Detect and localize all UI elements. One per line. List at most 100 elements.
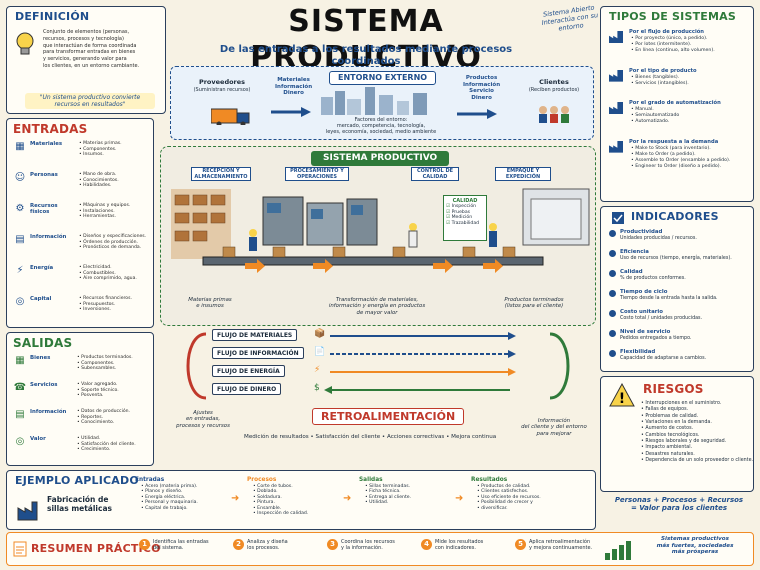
- entorno-section: ENTORNO EXTERNO Proveedores (Suministran…: [170, 66, 594, 140]
- ejemplo-col-title: Salidas: [359, 477, 383, 483]
- arrow-icon: ➜: [231, 493, 240, 504]
- salidas-item-label: Servicios: [30, 382, 58, 388]
- entradas-item-desc: • Mano de obra.• Conocimientos.• Habilid…: [79, 172, 119, 188]
- tipos-group-title: Por el grado de automatización: [629, 100, 721, 106]
- ejemplo-col-item: • Sillas terminadas.: [365, 483, 411, 489]
- entradas-item-desc: • Electricidad.• Combustibles.• Aire com…: [79, 265, 137, 281]
- ejemplo-col-item: • Entrega al cliente.: [365, 494, 412, 500]
- indicador-title: Costo unitario: [620, 309, 663, 315]
- step-number: 2: [233, 539, 244, 550]
- support-icon: ☎: [13, 382, 27, 393]
- sistema-heading: SISTEMA PRODUCTIVO: [311, 151, 450, 166]
- riesgo-item: • Problemas de calidad.: [641, 413, 699, 419]
- tipos-panel: TIPOS DE SISTEMAS Por el flujo de produc…: [600, 6, 754, 202]
- riesgo-item: • Cambios tecnológicos.: [641, 432, 700, 438]
- salidas-item: ▦ Bienes • Productos terminados.• Componen…: [13, 355, 151, 372]
- entorno-heading: ENTORNO EXTERNO: [329, 71, 437, 85]
- entradas-item: ◎Capital• Recursos financieros.• Presupu…: [13, 296, 151, 313]
- ejemplo-col-item: • Productos de calidad.: [477, 483, 531, 489]
- entradas-item: ⚡Energía• Electricidad.• Combustibles.• …: [13, 265, 151, 282]
- stage-empaque: EMPAQUE Y EXPEDICIÓN: [495, 167, 551, 181]
- ejemplo-col: Resultados• Productos de calidad.• Clien…: [471, 477, 567, 527]
- tipos-group-item: • Make to Stock (para inventario).: [631, 145, 711, 151]
- ejemplo-col-item: • Ensamble.: [253, 505, 282, 511]
- factory-icon: [609, 31, 623, 43]
- indicadores-heading: INDICADORES: [631, 210, 719, 223]
- box-icon: 📦: [314, 329, 326, 339]
- entradas-panel: ENTRADAS ▦Materiales• Materias primas.• …: [6, 118, 154, 328]
- indicador-desc: Costo total / unidades producidas.: [620, 316, 703, 321]
- riesgo-item: • Impacto ambiental.: [641, 445, 693, 451]
- tipos-group-item: • Por lotes (intermitente).: [631, 42, 692, 48]
- ejemplo-col: Procesos• Corte de tubos.• Doblado.• Sol…: [247, 477, 343, 527]
- city-icon: [321, 87, 427, 115]
- sistema-section: SISTEMA PRODUCTIVO RECEPCIÓN Y ALMACENAM…: [160, 146, 596, 326]
- indicador-desc: Capacidad de adaptarse a cambios.: [620, 356, 707, 361]
- warning-icon: !: [609, 383, 635, 407]
- indicator-icon: [609, 230, 616, 237]
- indicador-title: Productividad: [620, 229, 663, 235]
- tipos-group-item: • En línea (continuo, alto volumen).: [631, 48, 715, 54]
- svg-text:!: !: [619, 391, 625, 407]
- factory-icon: [17, 501, 38, 521]
- money-icon: $: [314, 383, 320, 393]
- indicador-title: Nivel de servicio: [620, 329, 671, 335]
- tipos-group-item: • Semiautomatizado: [631, 113, 680, 119]
- indicator-icon: [609, 330, 616, 337]
- salidas-item-desc: • Productos terminados.• Componentes.• S…: [77, 355, 133, 371]
- tipos-heading: TIPOS DE SISTEMAS: [609, 10, 736, 23]
- ejemplo-col-item: • Capital de trabajo.: [141, 505, 188, 511]
- indicador-title: Tiempo de ciclo: [620, 289, 668, 295]
- document-icon: 📄: [314, 347, 326, 357]
- tipos-group-item: • Automatizado.: [631, 119, 670, 125]
- formula: Personas + Procesos + Recursos= Valor pa…: [614, 496, 744, 513]
- riesgo-item: • Dependencia de un solo proveedor o cli…: [641, 457, 754, 463]
- indicator-icon: [609, 290, 616, 297]
- salidas-item: ▤Información• Datos de producción.• Repo…: [13, 409, 151, 426]
- salidas-item-label: Bienes: [30, 355, 51, 361]
- machine-icon: ⚙: [15, 203, 25, 214]
- step-number: 1: [139, 539, 150, 550]
- salidas-item: ◎Valor• Utilidad.• Satisfacción del clie…: [13, 436, 151, 453]
- stage-procesamiento: PROCESAMIENTO Y OPERACIONES: [285, 167, 349, 181]
- indicator-icon: [609, 310, 616, 317]
- entradas-item-label: Capital: [30, 296, 52, 302]
- indicador-desc: % de productos conformes.: [620, 276, 686, 281]
- entradas-item: ▦Materiales• Materias primas.• Component…: [13, 141, 151, 158]
- stage-recepcion: RECEPCIÓN Y ALMACENAMIENTO: [191, 167, 251, 181]
- riesgo-item: • Fallas de equipos.: [641, 407, 689, 413]
- flujo-informacion: FLUJO DE INFORMACIÓN: [212, 347, 304, 359]
- indicador-title: Calidad: [620, 269, 643, 275]
- definicion-panel: DEFINICIÓN Conjunto de elementos (person…: [6, 6, 166, 114]
- riesgos-panel: ! RIESGOS • Interrupciones en el suminis…: [600, 376, 754, 492]
- riesgo-item: • Variaciones en la demanda.: [641, 419, 712, 425]
- salidas-item-label: Información: [30, 409, 67, 415]
- ejemplo-col: Entradas• Acero (materia prima).• Planos…: [135, 477, 231, 527]
- factory-floor-illustration: [171, 188, 590, 273]
- stage-control: CONTROL DE CALIDAD: [411, 167, 459, 181]
- salidas-item-desc: • Datos de producción.• Reportes.• Conoc…: [77, 409, 131, 425]
- entradas-heading: ENTRADAS: [13, 122, 88, 136]
- sistema-mid-note: Transformación de materiales,información…: [328, 297, 426, 316]
- ejemplo-col-item: • Pintura.: [253, 500, 275, 506]
- tipos-group-item: • Make to Order (a pedido).: [631, 151, 696, 157]
- boxes-icon: ▦: [15, 355, 25, 366]
- step-number: 3: [327, 539, 338, 550]
- tipos-group-item: • Engineer to Order (diseño a pedido).: [631, 164, 722, 170]
- riesgo-item: • Aumento de costos.: [641, 426, 694, 432]
- entradas-item-label: Personas: [30, 172, 58, 178]
- ejemplo-col-item: • Acero (materia prima).: [141, 483, 198, 489]
- indicador-title: Flexibilidad: [620, 349, 656, 355]
- ejemplo-col-item: • Uso eficiente de recursos.: [477, 494, 541, 500]
- entradas-item: ⚙Recursos físicos• Máquinas y equipos.• …: [13, 203, 151, 220]
- riesgo-item: • Interrupciones en el suministro.: [641, 401, 722, 406]
- definicion-text: Conjunto de elementos (personas,recursos…: [43, 29, 140, 69]
- calidad-board: CALIDAD ☑ Inspección ☑ Pruebas ☑ Medició…: [443, 195, 487, 241]
